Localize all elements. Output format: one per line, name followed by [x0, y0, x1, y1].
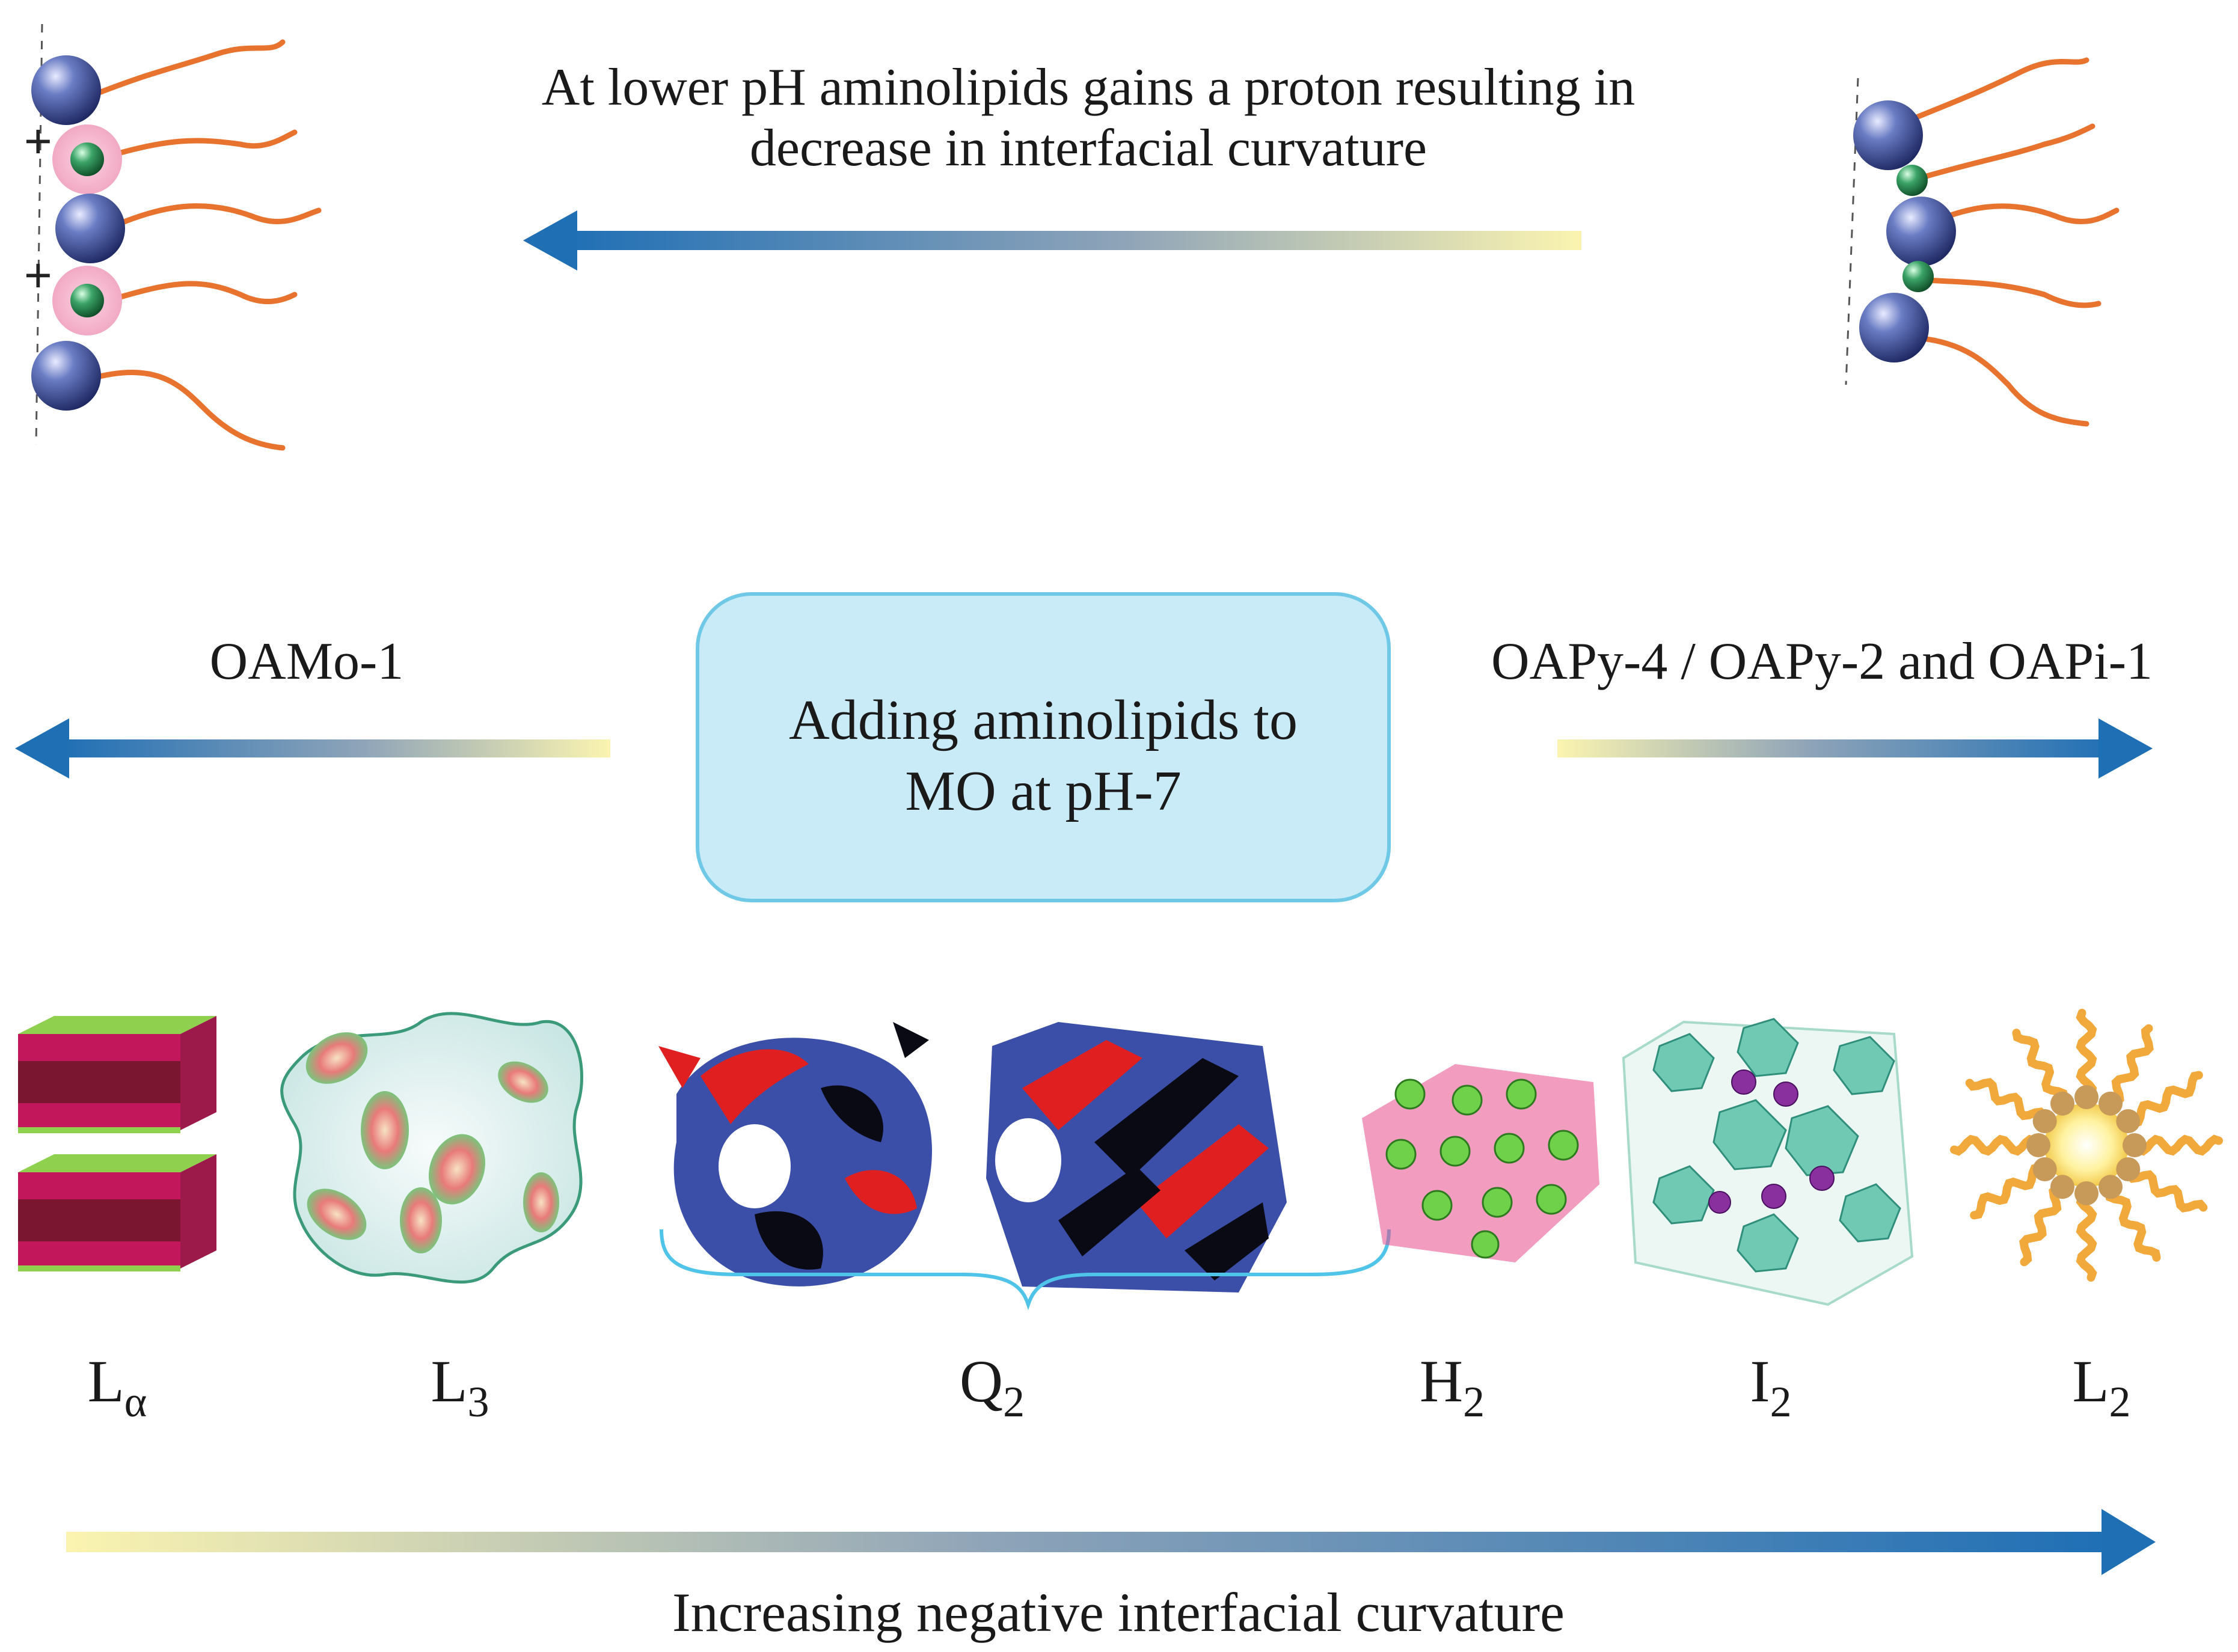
phase-label-l2: L2: [2011, 1347, 2192, 1427]
micelle-tail: [2076, 1189, 2097, 1282]
protonated-lipid-layer: [31, 23, 322, 451]
phase-base: H: [1419, 1348, 1464, 1415]
micelle-tail: [2106, 1024, 2154, 1108]
left-label: OAMo-1: [209, 632, 404, 691]
phase-base: L: [431, 1348, 468, 1415]
micelle-tail: [2104, 1182, 2161, 1262]
charge-marker-2: +: [24, 248, 52, 302]
phase-label-h2: H2: [1362, 1347, 1542, 1427]
micellar-cubic-phase-icon: [1622, 1018, 1914, 1306]
phase-label-l3: L3: [370, 1347, 550, 1427]
micelle-tail: [2019, 1182, 2067, 1267]
hexagonal-phase-icon: [1362, 1064, 1599, 1262]
phase-base: I: [1750, 1348, 1770, 1415]
micelle-headgroup: [2099, 1175, 2123, 1199]
micelle-tail: [1965, 1078, 2049, 1125]
micelle-headgroup: [2116, 1157, 2141, 1181]
top-caption-line-2: decrease in interfacial curvature: [749, 119, 1427, 178]
bottom-arrow: [66, 1509, 2156, 1575]
phase-label-q2: Q2: [902, 1347, 1082, 1427]
cubic-phase-icon: [658, 1022, 1391, 1311]
phase-sub: α: [124, 1378, 147, 1427]
center-box: [696, 592, 1391, 902]
micelle-headgroup: [2074, 1181, 2099, 1205]
charge-marker-1: +: [24, 114, 52, 168]
left-arrow: [15, 718, 610, 779]
micelle-headgroup: [2032, 1157, 2057, 1181]
top-arrow: [523, 210, 1581, 271]
top-caption-line-1: At lower pH aminolipids gains a proton r…: [541, 58, 1636, 117]
top-caption: At lower pH aminolipids gains a proton r…: [337, 57, 1840, 179]
micelle-headgroup: [2116, 1109, 2141, 1133]
micelle-tail: [2124, 1165, 2208, 1213]
micelle-headgroup: [2026, 1133, 2050, 1157]
micelle-headgroup: [2050, 1091, 2074, 1116]
micelle-headgroup: [2074, 1085, 2099, 1109]
phase-sub: 2: [1003, 1378, 1025, 1427]
phase-base: Q: [959, 1348, 1004, 1415]
micelle-headgroup: [2099, 1091, 2123, 1116]
neutral-lipid-layer: [1845, 57, 2120, 427]
phase-sub: 2: [1463, 1378, 1485, 1427]
micelle-tail: [2076, 1009, 2097, 1101]
micelle-headgroup: [2032, 1109, 2057, 1133]
micelle-tail: [1950, 1134, 2043, 1156]
micelle-headgroup: [2050, 1175, 2074, 1199]
micelle-tail: [2124, 1071, 2203, 1128]
micelle-core: [2044, 1103, 2129, 1187]
phase-label-i2: I2: [1681, 1347, 1861, 1427]
micelle-tail: [2130, 1134, 2223, 1156]
lamellar-phase-icon: [18, 1016, 216, 1271]
center-box-line-2: MO at pH-7: [905, 759, 1182, 822]
right-label: OAPy-4 / OAPy-2 and OAPi-1: [1491, 632, 2153, 691]
phase-sub: 2: [2109, 1378, 2131, 1427]
center-box-text: Adding aminolipids to MO at pH-7: [697, 685, 1389, 827]
phase-sub: 2: [1770, 1378, 1792, 1427]
phase-sub: 3: [467, 1378, 489, 1427]
micelle-tail: [1970, 1163, 2049, 1220]
phase-base: L: [2072, 1348, 2109, 1415]
right-arrow: [1557, 718, 2153, 779]
phase-label-lalpha: Lα: [27, 1347, 207, 1427]
phase-base: L: [87, 1348, 124, 1415]
sponge-phase-icon: [280, 1012, 583, 1284]
micelle-headgroup: [2123, 1133, 2147, 1157]
micelle-tail: [2012, 1029, 2069, 1108]
inverse-micelle-phase-icon: [1950, 1009, 2223, 1282]
center-box-line-1: Adding aminolipids to: [789, 689, 1298, 751]
bottom-caption: Increasing negative interfacial curvatur…: [672, 1582, 1565, 1643]
